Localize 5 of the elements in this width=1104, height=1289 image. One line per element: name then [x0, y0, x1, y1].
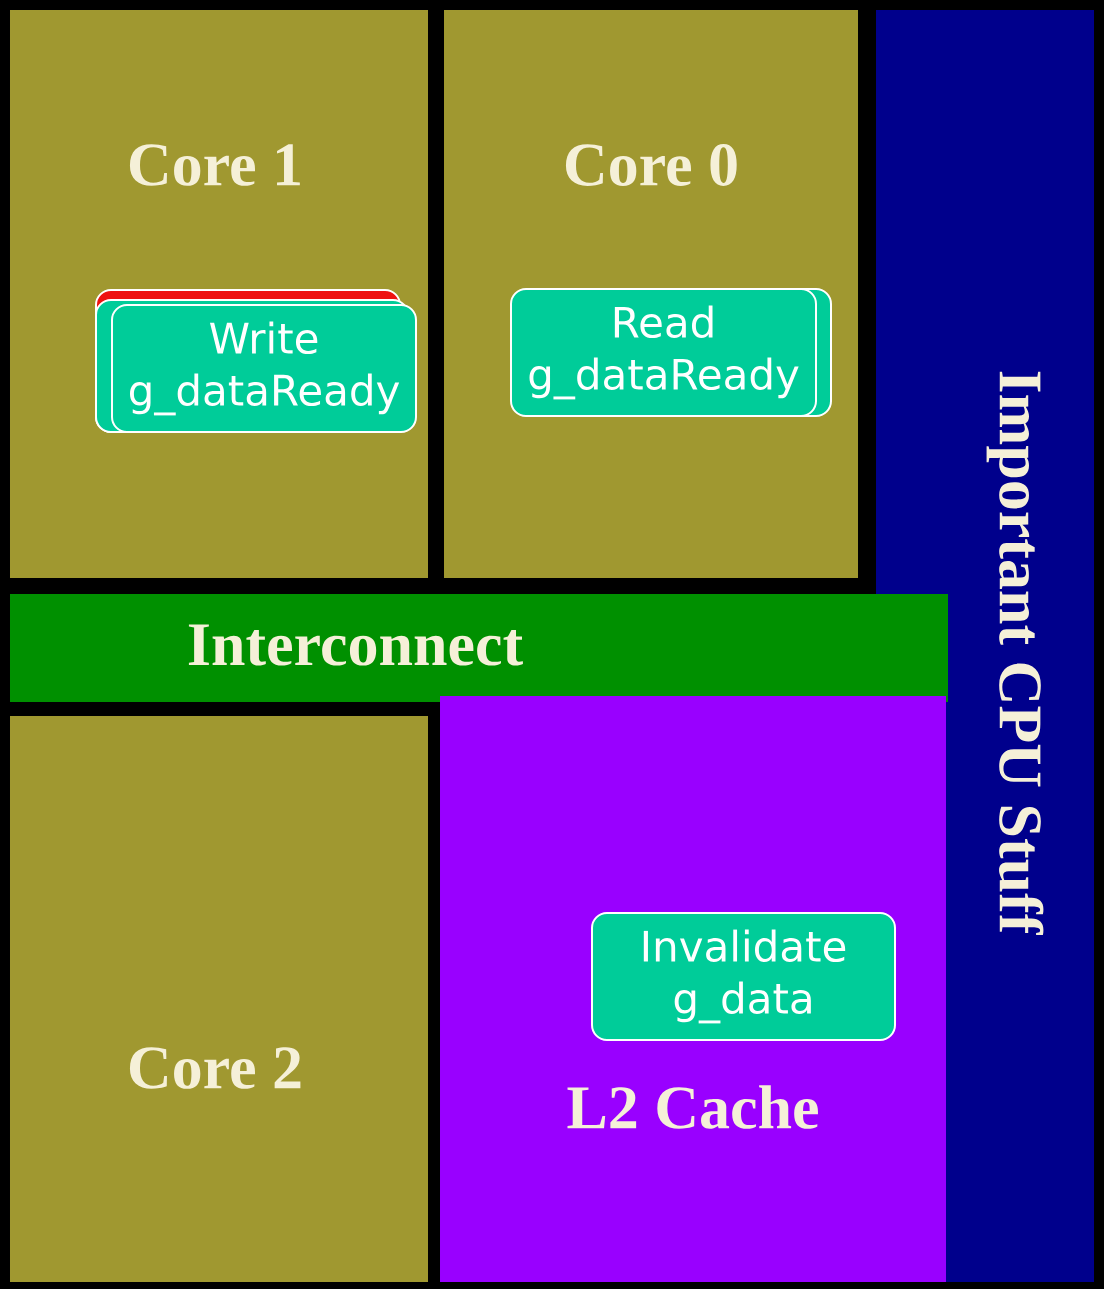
- block-region: Interconnect: [10, 594, 948, 702]
- step-card: Invalidate g_data: [591, 912, 896, 1041]
- block-region: Core 2: [10, 716, 428, 1282]
- stacked-card: Read g_dataReady: [510, 288, 832, 417]
- stacked-card: Write g_dataReady: [95, 289, 417, 433]
